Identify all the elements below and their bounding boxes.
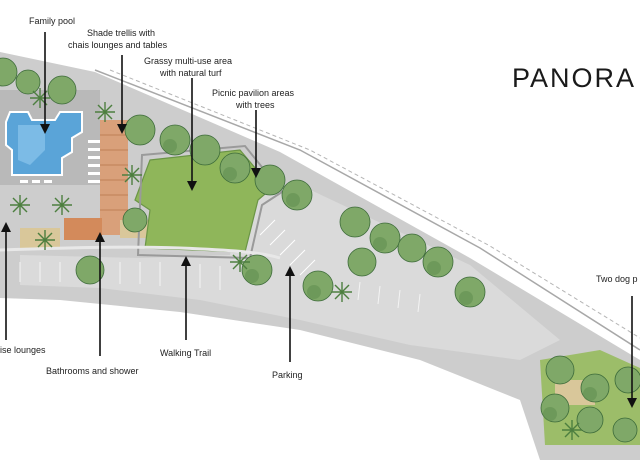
parking-stall-lines-top xyxy=(259,219,316,276)
parking-stall-lines-bottom xyxy=(19,262,421,313)
label-shade-trellis-2: chais lounges and tables xyxy=(68,40,168,50)
label-bathrooms: Bathrooms and shower xyxy=(46,366,139,376)
arrow-dog-park xyxy=(627,296,637,408)
label-grassy-1: Grassy multi-use area xyxy=(144,56,232,66)
trellis-slats xyxy=(100,134,128,211)
label-grassy-2: with natural turf xyxy=(159,68,222,78)
road-edge-dashed xyxy=(109,69,640,339)
bathroom-building xyxy=(64,218,102,240)
arrow-parking xyxy=(285,266,295,362)
label-chaise-lounges: ise lounges xyxy=(0,345,46,355)
arrow-grassy-area xyxy=(187,78,197,191)
callout-arrows xyxy=(1,32,637,408)
label-shade-trellis-1: Shade trellis with xyxy=(87,28,155,38)
brand-title: PANORA xyxy=(512,63,636,93)
label-walking-trail: Walking Trail xyxy=(160,348,211,358)
label-two-dog-park: Two dog p xyxy=(596,274,638,284)
grassy-area-border xyxy=(136,144,284,260)
label-family-pool: Family pool xyxy=(29,16,75,26)
arrow-shade-trellis xyxy=(117,55,127,134)
trees-canopy xyxy=(0,57,640,443)
arrow-walking-trail xyxy=(181,256,191,340)
arrow-bathrooms xyxy=(95,232,105,356)
pool-water-highlight xyxy=(18,125,45,165)
label-picnic-2: with trees xyxy=(235,100,275,110)
arrow-picnic xyxy=(251,110,261,178)
arrow-chaise-lounges xyxy=(1,222,11,340)
road-edge-line xyxy=(94,69,640,351)
walking-trail xyxy=(0,245,281,260)
pool-lounge-chairs xyxy=(20,140,102,183)
label-picnic-1: Picnic pavilion areas xyxy=(212,88,295,98)
label-parking: Parking xyxy=(272,370,303,380)
trees-dark-accent xyxy=(163,139,597,421)
sand-patch xyxy=(20,228,60,248)
arrow-family-pool xyxy=(40,32,50,134)
